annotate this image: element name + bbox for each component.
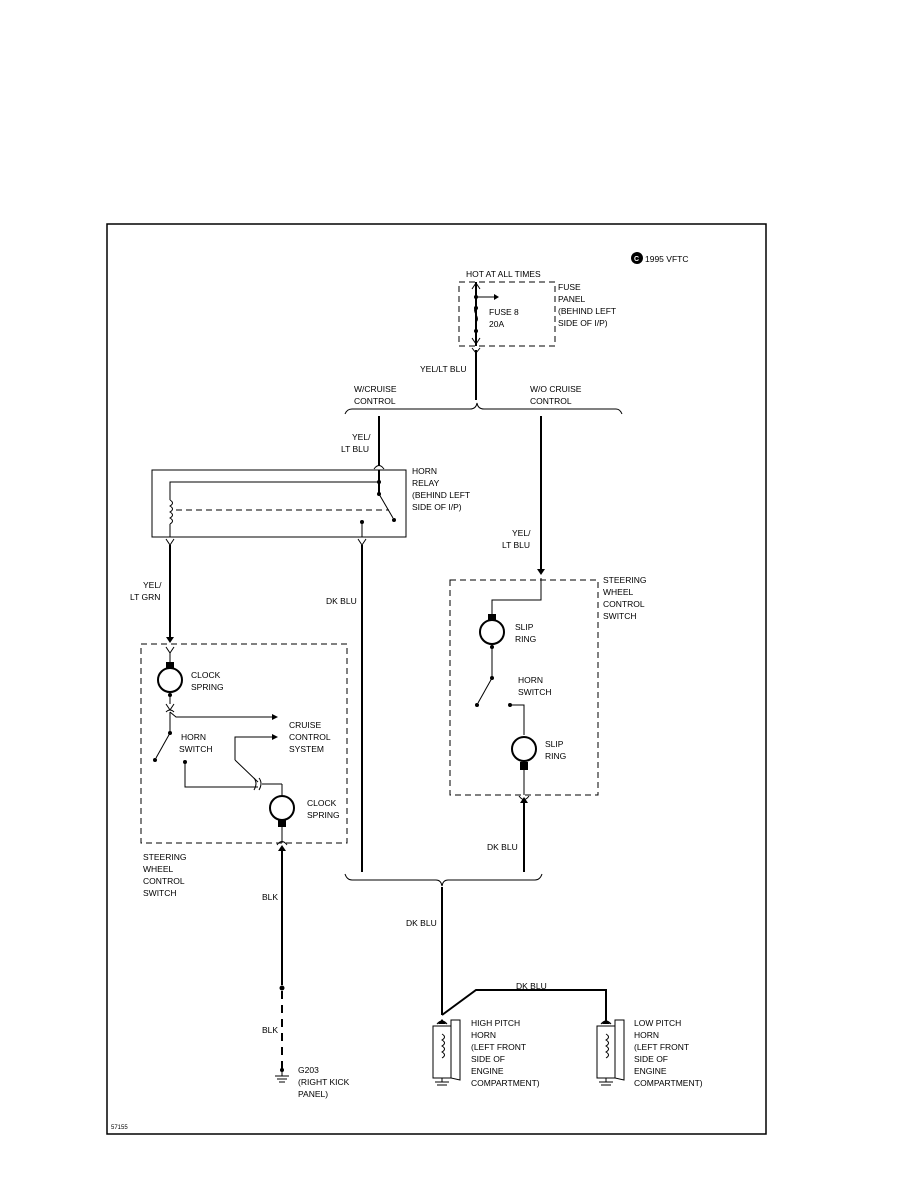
high-pitch-horn-label-line1: HIGH PITCH [471, 1018, 520, 1028]
wire-label-yel-lt-blu-main: YEL/LT BLU [420, 364, 466, 374]
fuse-panel-label-line1: FUSE [558, 282, 581, 292]
fuse-label-line2: 20A [489, 319, 504, 329]
horn-switch-right-label-line2: SWITCH [518, 687, 552, 697]
diagram-frame [106, 223, 767, 1135]
wo-cruise-label-line1: W/O CRUISE [530, 384, 582, 394]
high-pitch-horn-label-line6: COMPARTMENT) [471, 1078, 540, 1088]
hot-at-all-times-label: HOT AT ALL TIMES [466, 269, 541, 279]
steering-wheel-switch-left: CLOCK SPRING CRUISE CONTROL SYSTEM HORN … [140, 643, 348, 844]
horn-relay-label-line3: (BEHIND LEFT [412, 490, 470, 500]
option-brace-bottom [344, 873, 543, 887]
low-pitch-horn-label-line6: COMPARTMENT) [634, 1078, 703, 1088]
cruise-control-system-label-line2: CONTROL [289, 732, 331, 742]
horn-switch-right-label-line1: HORN [518, 675, 543, 685]
copyright-symbol: C [634, 256, 639, 263]
low-pitch-horn-icon [596, 1019, 625, 1086]
figure-number: 57155 [111, 1125, 128, 1131]
high-pitch-horn-icon [432, 1019, 461, 1086]
ground-label-line1: G203 [298, 1065, 319, 1075]
slip-ring-lower [511, 736, 537, 762]
wire-label-yel-lt-grn-line2: LT GRN [130, 592, 160, 602]
clock-spring-upper-label-line2: SPRING [191, 682, 224, 692]
horn-switch-left-label-line2: SWITCH [179, 744, 213, 754]
slip-ring-lower-label-line1: SLIP [545, 739, 564, 749]
steering-switch-left-label-line2: WHEEL [143, 864, 174, 874]
wo-cruise-label-line2: CONTROL [530, 396, 572, 406]
wire-dk-blu-top [441, 989, 607, 1020]
steering-wheel-switch-right: SLIP RING HORN SWITCH SLIP RING [449, 578, 599, 796]
slip-ring-lower-label-line2: RING [545, 751, 566, 761]
horn-switch-left [155, 732, 171, 759]
cruise-control-system-label-line1: CRUISE [289, 720, 321, 730]
wire-label-yel-lt-blu-left-line1: YEL/ [352, 432, 371, 442]
high-pitch-horn-label-line5: ENGINE [471, 1066, 504, 1076]
low-pitch-horn-label-line2: HORN [634, 1030, 659, 1040]
high-pitch-horn-label-line2: HORN [471, 1030, 496, 1040]
wire-label-dk-blu-center: DK BLU [406, 918, 437, 928]
fuse-label-line1: FUSE 8 [489, 307, 519, 317]
ground-g203-icon [275, 1068, 289, 1083]
fuse-panel-label-line3: (BEHIND LEFT [558, 306, 616, 316]
steering-switch-left-label-line4: SWITCH [143, 888, 177, 898]
low-pitch-horn-label-line5: ENGINE [634, 1066, 667, 1076]
fuse-panel-label-line4: SIDE OF I/P) [558, 318, 608, 328]
wire-label-blk-upper: BLK [262, 892, 278, 902]
wire-label-yel-lt-blu-left-line2: LT BLU [341, 444, 369, 454]
horn-relay-coil [169, 499, 173, 525]
wire-label-dk-blu-relay: DK BLU [326, 596, 357, 606]
ground-label-line3: PANEL) [298, 1089, 328, 1099]
fuse-panel-label-line2: PANEL [558, 294, 586, 304]
ground-label-line2: (RIGHT KICK [298, 1077, 350, 1087]
clock-spring-upper-label-line1: CLOCK [191, 670, 221, 680]
w-cruise-label-line1: W/CRUISE [354, 384, 397, 394]
slip-ring-upper [479, 619, 505, 645]
horn-relay-label-line4: SIDE OF I/P) [412, 502, 462, 512]
steering-switch-left-label-line1: STEERING [143, 852, 186, 862]
horn-relay-label-line1: HORN [412, 466, 437, 476]
horn-switch-left-label-line1: HORN [181, 732, 206, 742]
clock-spring-upper [157, 667, 183, 693]
wire-label-dk-blu-right: DK BLU [487, 842, 518, 852]
steering-switch-right-label-line3: CONTROL [603, 599, 645, 609]
fuse-panel: HOT AT ALL TIMES FUSE 8 20A FUSE PANEL (… [458, 269, 616, 347]
steering-switch-right-label-line4: SWITCH [603, 611, 637, 621]
wire-label-yel-lt-blu-right-line1: YEL/ [512, 528, 531, 538]
wire-label-yel-lt-blu-right-line2: LT BLU [502, 540, 530, 550]
low-pitch-horn-label-line3: (LEFT FRONT [634, 1042, 689, 1052]
horn-relay: HORN RELAY (BEHIND LEFT SIDE OF I/P) [151, 466, 470, 538]
clock-spring-lower [269, 795, 295, 821]
horn-switch-right [477, 677, 493, 704]
cruise-control-system-label-line3: SYSTEM [289, 744, 324, 754]
copyright-text: 1995 VFTC [645, 254, 688, 264]
steering-switch-right-label-line1: STEERING [603, 575, 646, 585]
low-pitch-horn-label-line1: LOW PITCH [634, 1018, 681, 1028]
wire-label-blk-lower: BLK [262, 1025, 278, 1035]
slip-ring-upper-label-line2: RING [515, 634, 536, 644]
copyright-mark: C 1995 VFTC [631, 252, 688, 264]
option-brace-top [344, 402, 623, 415]
low-pitch-horn-label-line4: SIDE OF [634, 1054, 668, 1064]
steering-switch-left-label-line3: CONTROL [143, 876, 185, 886]
horn-relay-label-line2: RELAY [412, 478, 440, 488]
slip-ring-upper-label-line1: SLIP [515, 622, 534, 632]
high-pitch-horn-label-line3: (LEFT FRONT [471, 1042, 526, 1052]
steering-switch-right-label-line2: WHEEL [603, 587, 634, 597]
clock-spring-lower-label-line2: SPRING [307, 810, 340, 820]
w-cruise-label-line2: CONTROL [354, 396, 396, 406]
wire-label-yel-lt-grn-line1: YEL/ [143, 580, 162, 590]
wire-label-dk-blu-top: DK BLU [516, 981, 547, 991]
high-pitch-horn-label-line4: SIDE OF [471, 1054, 505, 1064]
clock-spring-lower-label-line1: CLOCK [307, 798, 337, 808]
